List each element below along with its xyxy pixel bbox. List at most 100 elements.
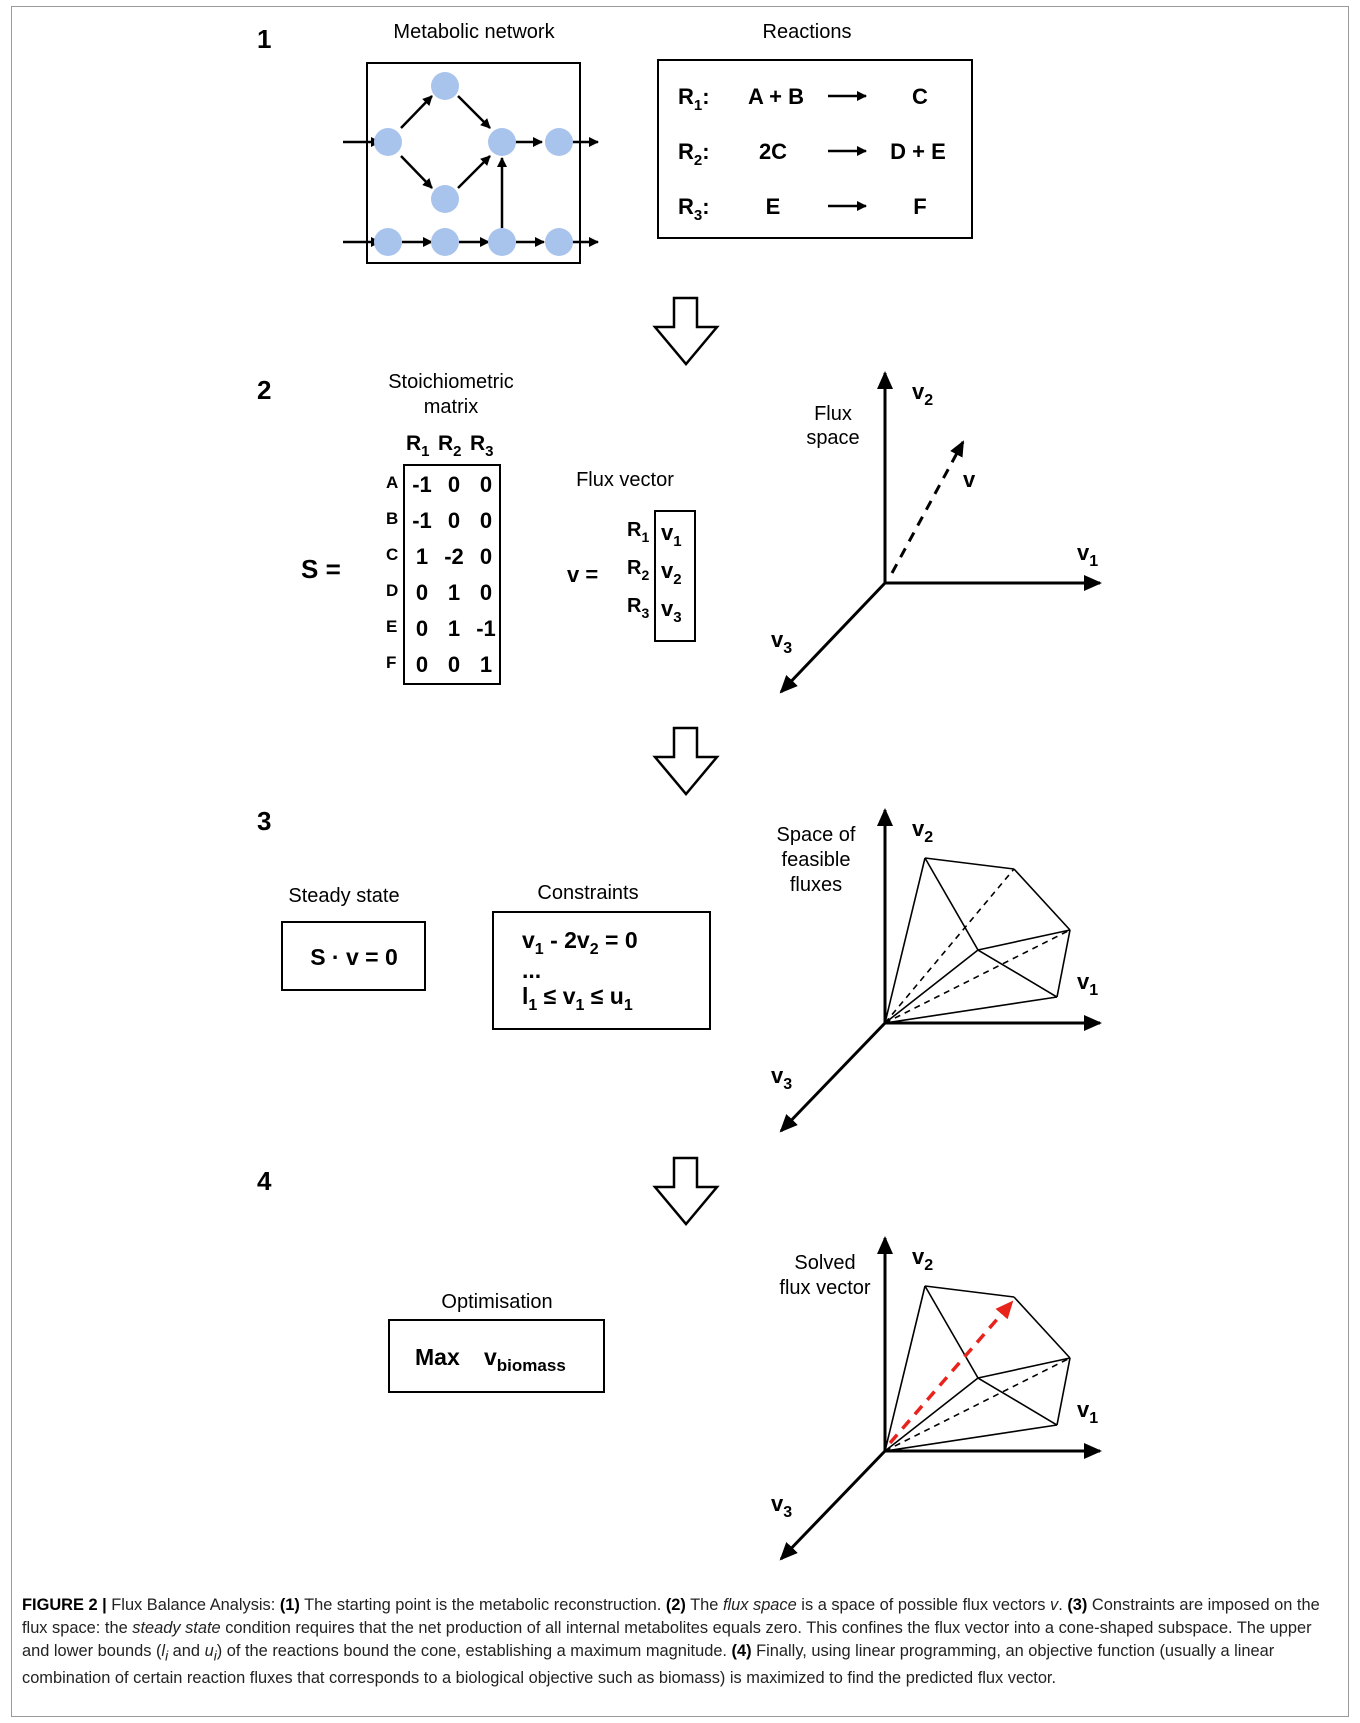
steady-state-box [281, 921, 426, 991]
panel-1-number: 1 [257, 24, 271, 54]
axis-v1-label: v1 [1077, 540, 1098, 570]
matrix-col-r2: R2 [438, 432, 462, 460]
flux-vector-arrow [890, 440, 965, 574]
objective-vbiomass: vbiomass [484, 1344, 566, 1375]
matrix-cell: -2 [444, 544, 464, 569]
axis-v2-label: v2 [912, 379, 933, 409]
matrix-cell: 0 [480, 580, 492, 605]
flux-row-r1: R1 [627, 519, 649, 545]
flux-row-r3: R3 [627, 595, 649, 621]
flux-row-v2: v2 [661, 558, 682, 588]
reactions-title: Reactions [763, 21, 852, 43]
panel-2-number: 2 [257, 375, 271, 405]
metabolite-node [488, 228, 516, 256]
axis-v2-label: v2 [912, 816, 933, 846]
figure-diagram: 1 Metabolic network Reactions [257, 21, 1102, 1561]
reaction-2-rhs: D + E [890, 139, 946, 164]
constraint-bounds: l1 ≤ v1 ≤ u1 [522, 983, 633, 1014]
optimisation-title: Optimisation [441, 1291, 552, 1313]
solved-flux-vector-arrow [888, 1300, 1014, 1445]
flux-space-label-line2: space [806, 427, 859, 449]
solved-label-line1: Solved [794, 1252, 855, 1274]
network-box [366, 62, 581, 264]
matrix-cell: 1 [448, 616, 460, 641]
constraints-box [492, 911, 711, 1030]
metabolite-node [374, 228, 402, 256]
panel-4-number: 4 [257, 1166, 272, 1196]
axis-v3-label: v3 [771, 1491, 792, 1521]
steady-state-equation: S · v = 0 [310, 944, 398, 970]
constraints-title: Constraints [537, 882, 638, 904]
reaction-2-lhs: 2C [759, 139, 787, 164]
matrix-row-label: E [386, 617, 397, 636]
panel-3-number: 3 [257, 806, 271, 836]
feasible-cone [884, 1285, 1071, 1452]
metabolic-network [343, 62, 599, 264]
feasible-space-label-line2: feasible [782, 849, 851, 871]
reactions-box: R1: A + B C R2: 2C D + E R3: E F [657, 59, 973, 239]
optimisation-box [388, 1319, 605, 1393]
reaction-3-rhs: F [913, 194, 926, 219]
metabolite-node [545, 128, 573, 156]
metabolite-node [374, 128, 402, 156]
matrix-cell: 1 [480, 652, 492, 677]
flux-vector-box [654, 510, 696, 642]
feasible-space-label-line1: Space of [777, 824, 856, 846]
matrix-col-r3: R3 [470, 432, 494, 460]
feasible-space-label-line3: fluxes [790, 874, 842, 896]
matrix-cell: 0 [480, 472, 492, 497]
solved-label-line2: flux vector [779, 1277, 870, 1299]
stoichiometric-matrix-box [403, 464, 501, 685]
constraint-equation: v1 - 2v2 = 0 [522, 927, 638, 958]
matrix-col-r1: R1 [406, 432, 430, 460]
figure-caption: FIGURE 2 | Flux Balance Analysis: (1) Th… [22, 1596, 1320, 1688]
axis-v3-label: v3 [771, 627, 792, 657]
flux-row-v1: v1 [661, 520, 682, 550]
figure-frame [11, 6, 1349, 1717]
matrix-cell: 1 [416, 544, 428, 569]
reaction-3-lhs: E [766, 194, 781, 219]
matrix-row-label: C [386, 545, 398, 564]
steady-state-title: Steady state [288, 885, 399, 907]
step-arrow-icon [652, 726, 720, 796]
matrix-cell: 0 [448, 508, 460, 533]
matrix-cell: 0 [416, 652, 428, 677]
axis-v3-label: v3 [771, 1063, 792, 1093]
matrix-cell: 1 [448, 580, 460, 605]
matrix-cell: 0 [448, 472, 460, 497]
matrix-row-label: D [386, 581, 398, 600]
matrix-row-label: F [386, 653, 396, 672]
flux-vector-v-label: v [963, 467, 976, 492]
matrix-cell: 0 [416, 616, 428, 641]
flux-space-axes: v Flux space v2 v1 v3 [771, 371, 1102, 694]
reaction-1-label: R1: [678, 84, 710, 114]
reaction-1-rhs: C [912, 84, 928, 109]
matrix-cell: -1 [412, 472, 432, 497]
axis-v1-label: v1 [1077, 969, 1098, 999]
flux-row-r2: R2 [627, 557, 649, 583]
matrix-cell: -1 [476, 616, 496, 641]
reaction-1-lhs: A + B [748, 84, 804, 109]
axis-v2-label: v2 [912, 1244, 933, 1274]
reaction-3-label: R3: [678, 194, 710, 224]
step-arrow-icon [652, 1156, 720, 1226]
metabolite-node [431, 185, 459, 213]
metabolite-node [431, 228, 459, 256]
matrix-row-label: B [386, 509, 398, 528]
metabolite-node [545, 228, 573, 256]
matrix-cell: 0 [480, 544, 492, 569]
step-arrow-icon [652, 296, 720, 366]
reaction-2-label: R2: [678, 139, 710, 169]
matrix-cell: -1 [412, 508, 432, 533]
feasible-space-plot: Space of feasible fluxes v2 v1 v3 [771, 808, 1102, 1133]
v-vector-label: v = [567, 562, 598, 587]
flux-row-v3: v3 [661, 596, 682, 626]
matrix-row-label: A [386, 473, 398, 492]
matrix-title-line1: Stoichiometric [388, 371, 514, 393]
matrix-cell: 0 [480, 508, 492, 533]
constraint-ellipsis: ... [522, 957, 541, 983]
flux-vector-title: Flux vector [576, 469, 674, 491]
flux-space-label-line1: Flux [814, 403, 852, 425]
axis-v1-label: v1 [1077, 1397, 1098, 1427]
